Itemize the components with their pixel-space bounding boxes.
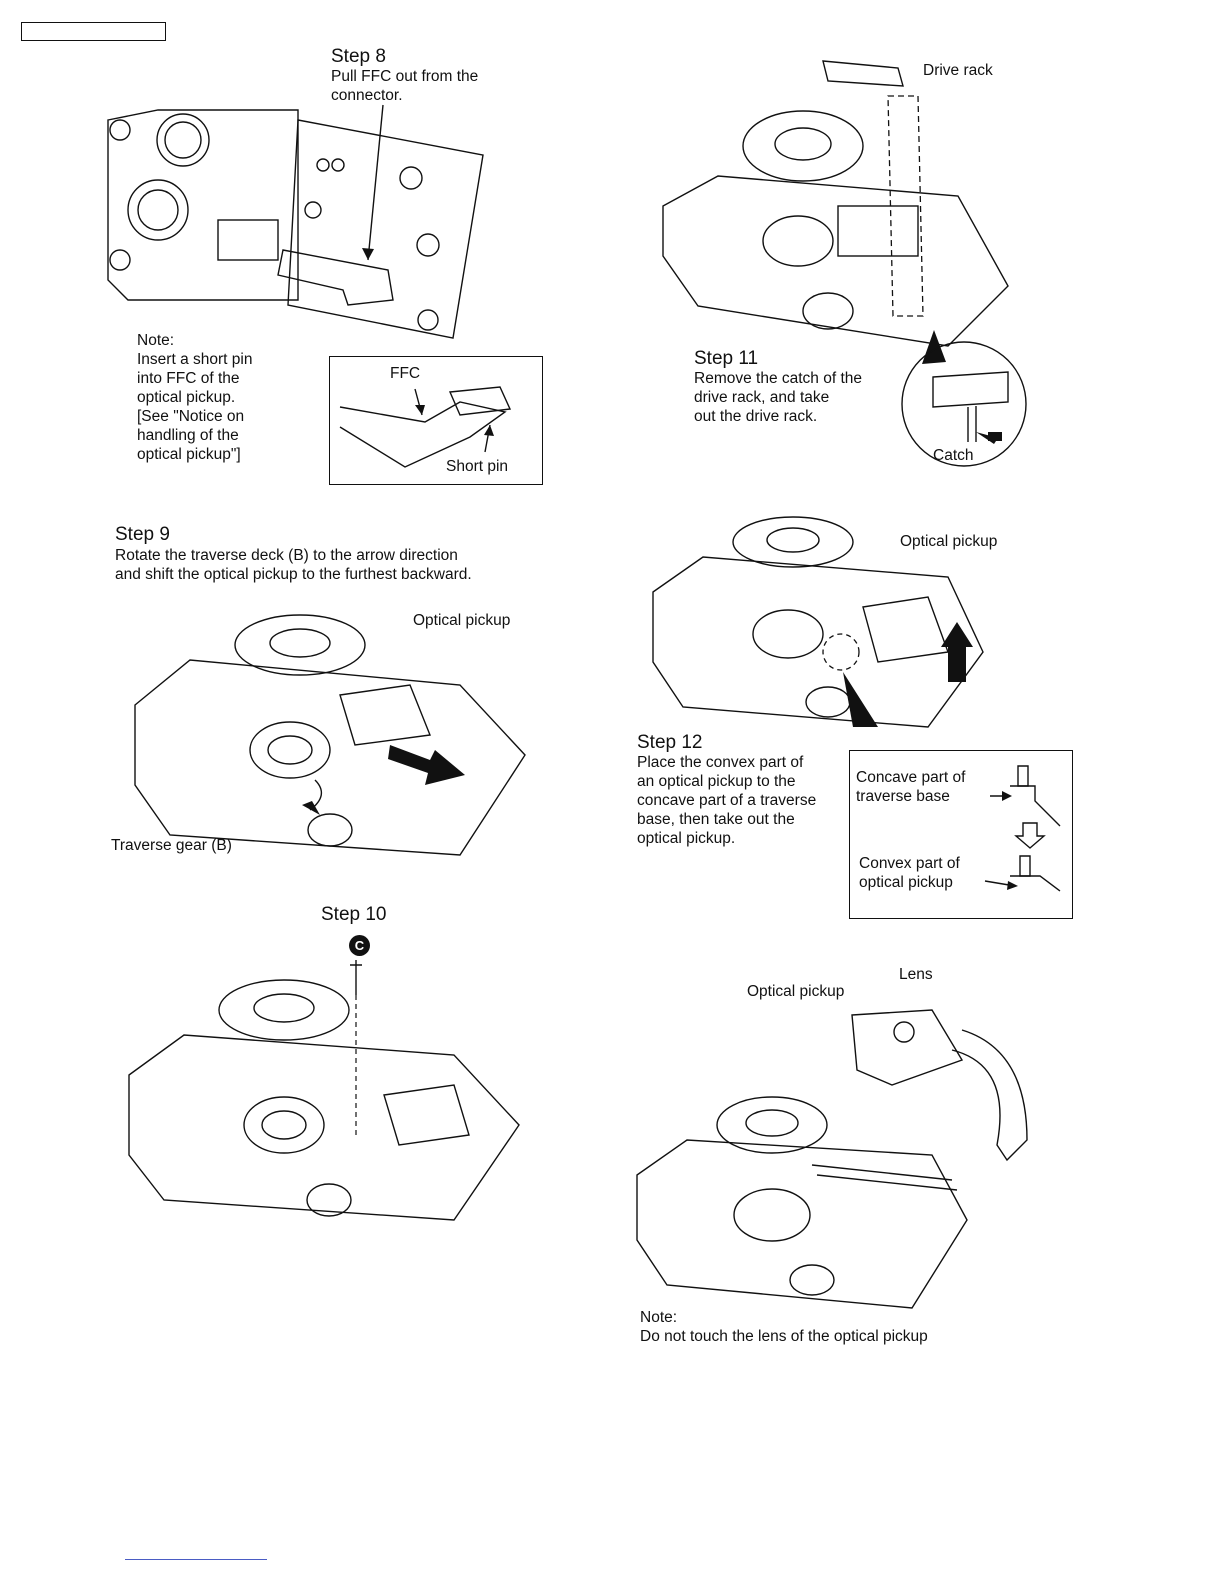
step12-text: Place the convex part of an optical pick… <box>637 754 817 847</box>
drive-rack-label: Drive rack <box>923 62 993 79</box>
catch-detail-illustration <box>898 322 1030 470</box>
step8-deck-illustration <box>98 100 488 340</box>
step9-deck-illustration <box>130 605 530 885</box>
catch-label: Catch <box>933 447 974 464</box>
header-box <box>21 22 166 41</box>
concave-convex-illustration <box>850 751 1072 918</box>
concave-convex-box: Concave part of traverse base Convex par… <box>849 750 1073 919</box>
ffc-label: FFC <box>390 365 421 382</box>
step8-note-text: Insert a short pin into FFC of the optic… <box>137 351 253 463</box>
step9-title: Step 9 <box>115 524 170 545</box>
short-pin-label: Short pin <box>446 458 509 475</box>
concave-label: Concave part of traverse base <box>856 769 966 805</box>
step10-deck-illustration <box>124 955 524 1235</box>
step10-title: Step 10 <box>321 904 387 925</box>
step12-optical-pickup-label: Optical pickup <box>900 533 998 550</box>
step12-deck-illustration <box>648 512 988 732</box>
final-lens-label: Lens <box>899 966 933 983</box>
final-note-title: Note: <box>640 1309 678 1326</box>
convex-label: Convex part of optical pickup <box>859 855 960 891</box>
step8-title: Step 8 <box>331 46 386 67</box>
step11-text: Remove the catch of the drive rack, and … <box>694 370 863 425</box>
screw-c-badge: C <box>349 935 370 956</box>
step11-title: Step 11 <box>694 348 759 369</box>
final-note-text: Do not touch the lens of the optical pic… <box>640 1328 928 1345</box>
final-deck-illustration <box>632 990 1032 1310</box>
step11-deck-illustration <box>658 56 1018 356</box>
ffc-short-pin-box: FFC Short pin <box>329 356 543 485</box>
step9-optical-pickup-label: Optical pickup <box>413 612 511 629</box>
step8-note-title: Note: <box>137 332 175 349</box>
ffc-short-pin-illustration <box>330 357 542 484</box>
step9-text: Rotate the traverse deck (B) to the arro… <box>115 547 472 583</box>
traverse-gear-label: Traverse gear (B) <box>111 837 232 854</box>
footer-rule <box>125 1559 267 1560</box>
final-optical-pickup-label: Optical pickup <box>747 983 845 1000</box>
step8-text: Pull FFC out from the connector. <box>331 68 479 104</box>
step12-title: Step 12 <box>637 732 703 753</box>
screw-c-letter: C <box>354 938 365 953</box>
